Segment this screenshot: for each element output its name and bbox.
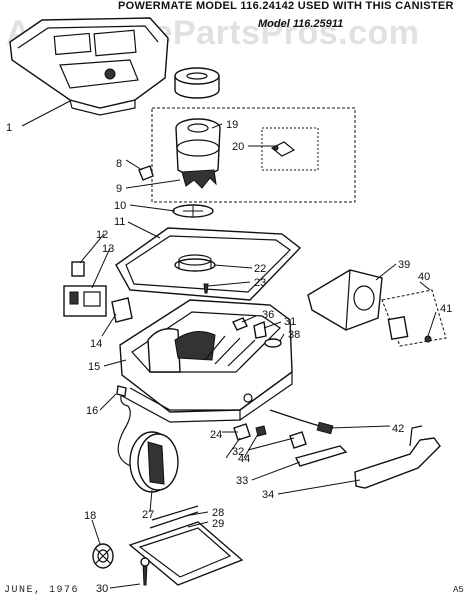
callout-40: 40 [418, 271, 430, 283]
part-wheel [92, 543, 114, 569]
callout-44: 44 [238, 453, 250, 465]
part-brush-box [261, 127, 319, 171]
callout-20: 20 [232, 141, 244, 153]
part-motor-fan [174, 67, 220, 99]
part-plug-cord [269, 409, 327, 429]
part-seal-frame [115, 227, 302, 301]
callout-39: 39 [398, 259, 410, 271]
callout-14: 14 [90, 338, 102, 350]
callout-18: 18 [84, 510, 96, 522]
callout-28: 28 [212, 507, 224, 519]
part-base-plate [128, 521, 244, 586]
part-screw [203, 283, 209, 294]
callout-1: 1 [6, 122, 12, 134]
part-bumper [294, 445, 348, 467]
header-powermate-note: POWERMATE MODEL 116.24142 USED WITH THIS… [118, 0, 454, 12]
part-bag-clamp [387, 315, 409, 341]
header-model-number: Model 116.25911 [258, 18, 344, 30]
page-code: A5 [453, 585, 464, 595]
callout-23: 23 [254, 277, 266, 289]
part-clip-2 [289, 431, 307, 449]
callout-16: 16 [86, 405, 98, 417]
callout-11: 11 [114, 216, 125, 228]
part-switch-plate [71, 261, 85, 277]
callout-41: 41 [440, 303, 452, 315]
callout-19: 19 [226, 119, 238, 131]
part-motor [175, 118, 221, 189]
callout-27: 27 [142, 509, 154, 521]
part-wheel-small [264, 338, 282, 348]
part-nut [424, 335, 432, 343]
callout-30: 30 [96, 583, 108, 595]
revision-date: JUNE, 1976 [4, 585, 80, 596]
callout-10: 10 [114, 200, 126, 212]
part-retainer [255, 425, 267, 437]
part-power-cord [117, 391, 137, 469]
part-grommet [138, 165, 154, 181]
part-cord-reel [129, 431, 179, 493]
callout-33: 33 [236, 475, 248, 487]
callout-22: 22 [254, 263, 266, 275]
callout-13: 13 [102, 243, 114, 255]
part-bag-holder [307, 269, 383, 331]
callout-24: 24 [210, 429, 222, 441]
callout-29: 29 [212, 518, 224, 530]
callout-8: 8 [116, 158, 122, 170]
callout-12: 12 [96, 229, 108, 241]
callout-36: 36 [262, 309, 274, 321]
part-bracket-small [233, 423, 251, 441]
callout-32: 32 [232, 446, 244, 458]
callout-38: 38 [288, 329, 300, 341]
callout-31: 31 [284, 316, 296, 328]
callout-15: 15 [88, 361, 100, 373]
part-canister-body [119, 299, 293, 423]
callout-34: 34 [262, 489, 274, 501]
leader-lines [21, 99, 437, 589]
callout-labels: 1 8 9 10 11 12 13 14 15 16 18 19 20 22 2… [6, 119, 452, 595]
part-bracket [111, 297, 133, 323]
part-hood-cover [9, 17, 169, 116]
part-handle [354, 425, 441, 489]
part-clip [253, 321, 267, 339]
callout-9: 9 [116, 183, 122, 195]
callout-42: 42 [392, 423, 404, 435]
